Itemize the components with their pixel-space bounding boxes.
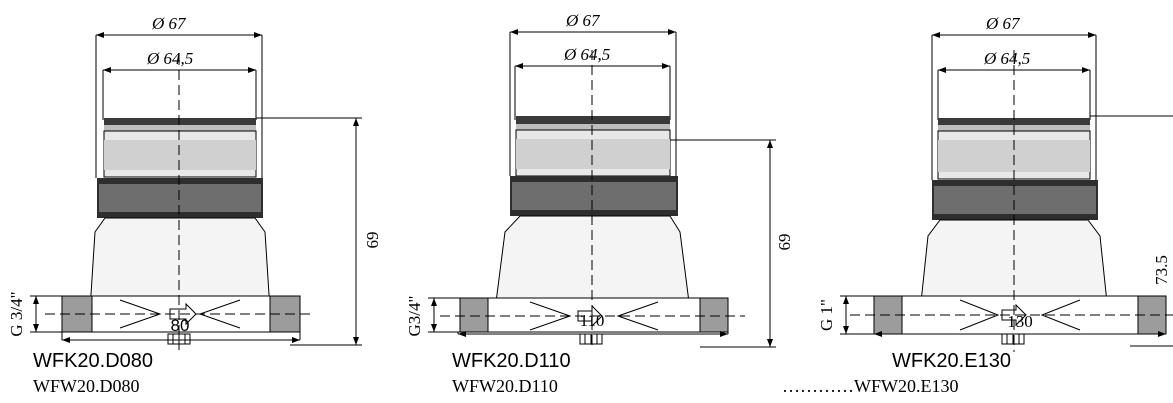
meter-3-thread-label: G 1"	[817, 299, 836, 331]
meter-2-thread-label: G3/4"	[405, 296, 424, 337]
meter-2-outline: Ø 67 Ø 64,5 69 G3/4" 110	[405, 11, 794, 350]
meter-1-height-label: 69	[363, 232, 382, 249]
meter-3-outline: Ø 67 Ø 64,5 73.5 G 1" 130	[817, 14, 1173, 352]
meter-1-model-primary: WFK20.D080	[33, 350, 154, 372]
meter-3-inner-diameter-label: Ø 64,5	[983, 49, 1030, 68]
meter-drawing-3: Ø 67 Ø 64,5 73.5 G 1" 130 WFK20.E130 …………	[782, 0, 1173, 403]
meter-2-length-label: 110	[580, 311, 605, 330]
meter-1-thread-label: G 3/4"	[7, 291, 26, 336]
meter-2-outer-diameter-label: Ø 67	[565, 11, 601, 30]
meter-3-height-label: 73.5	[1152, 255, 1171, 285]
meter-3-outer-diameter-label: Ø 67	[985, 14, 1021, 33]
meter-3-model-primary: WFK20.E130	[892, 350, 1011, 372]
meter-3-model-secondary: …………WFW20.E130	[782, 376, 959, 396]
meter-3-length-label: 130	[1007, 312, 1033, 331]
meter-2-inner-diameter-label: Ø 64,5	[563, 45, 610, 64]
meter-1-outer-diameter-label: Ø 67	[151, 14, 187, 33]
meter-2-model-secondary: WFW20.D110	[452, 376, 558, 396]
meter-1-inner-diameter-label: Ø 64,5	[146, 49, 193, 68]
meter-1-model-secondary: WFW20.D080	[33, 376, 140, 396]
meter-drawing-1: Ø 67 Ø 64,5 69 G 3/4" 80 WFK20.D080 WFW2…	[0, 0, 390, 403]
meter-2-height-label: 69	[775, 234, 794, 251]
meter-drawing-2: Ø 67 Ø 64,5 69 G3/4" 110 WFK20.D110 WFW2…	[400, 0, 794, 403]
meter-2-model-primary: WFK20.D110	[452, 350, 571, 372]
meter-1-outline: Ø 67 Ø 64,5 69 G 3/4" 80	[7, 14, 382, 350]
meter-1-length-label: 80	[171, 316, 190, 335]
